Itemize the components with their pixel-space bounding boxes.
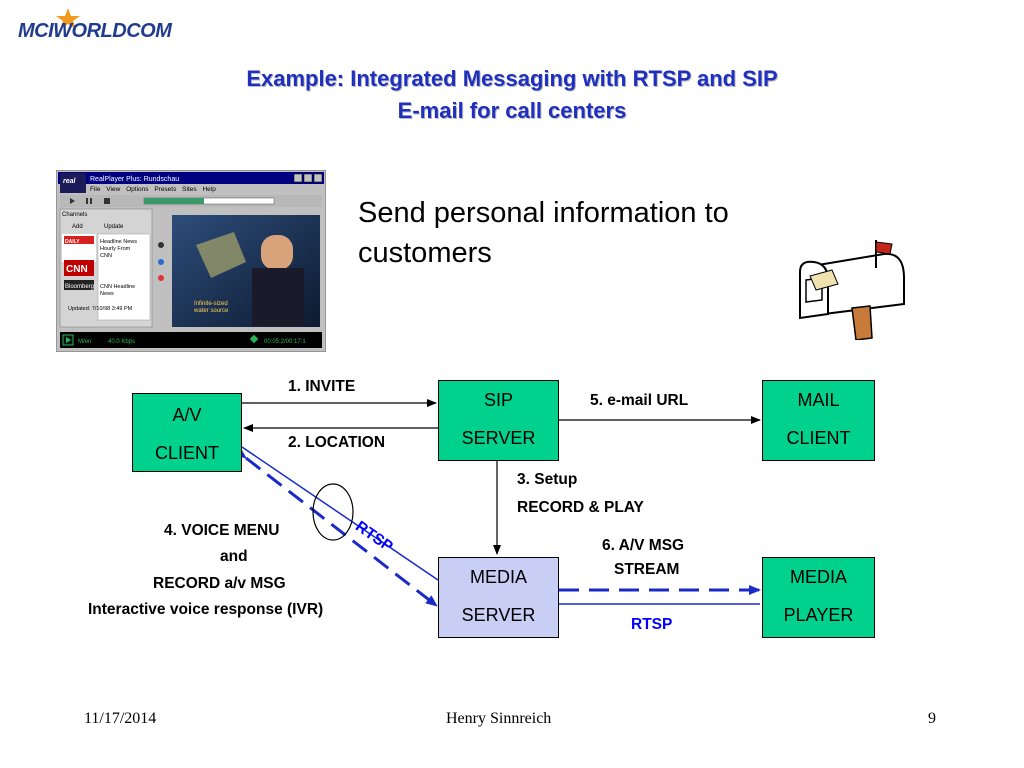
menu-options: Options xyxy=(126,186,149,193)
status-bitrate: 40.0 Kbps xyxy=(108,339,135,345)
menu-help: Help xyxy=(202,186,216,193)
label-setup: 3. Setup xyxy=(517,471,578,488)
add-button-label: Add xyxy=(72,224,83,230)
label-location: 2. LOCATION xyxy=(288,434,386,451)
status-left: M/en xyxy=(78,339,91,345)
av-media-dashed-line xyxy=(234,447,438,608)
realplayer-screenshot: real RealPlayer Plus: Rundschau File Vie… xyxy=(55,169,327,353)
label-record-av: RECORD a/v MSG xyxy=(153,575,286,592)
label-voice-and: and xyxy=(220,548,248,565)
media-player-line1: MEDIA xyxy=(789,567,847,587)
rtsp-ellipse xyxy=(312,483,354,541)
channels-header: Channels xyxy=(62,212,87,218)
update-button-label: Update xyxy=(104,224,124,230)
footer-author: Henry Sinnreich xyxy=(446,710,552,727)
svg-text:Bloomberg: Bloomberg xyxy=(65,284,94,290)
player-title: RealPlayer Plus: Rundschau xyxy=(90,176,179,183)
subtitle-text: Send personal information to customers xyxy=(358,197,729,269)
sip-server-box: SIP SERVER xyxy=(438,380,559,461)
footer-date: 11/17/2014 xyxy=(84,710,157,727)
menu-presets: Presets xyxy=(154,186,177,193)
media-player-line2: PLAYER xyxy=(783,605,854,625)
media-player-box: MEDIA PLAYER xyxy=(762,557,875,638)
menu-sites: Sites xyxy=(182,186,197,193)
svg-text:DAILY: DAILY xyxy=(65,239,80,245)
mailbox-icon xyxy=(792,238,908,341)
sip-server-line1: SIP xyxy=(483,390,513,410)
label-rtsp-bottom: RTSP xyxy=(631,616,673,633)
svg-text:File View Options: File View Options Presets Sites Help xyxy=(90,186,216,193)
menu-file: File xyxy=(90,186,101,193)
svg-text:CNN: CNN xyxy=(66,264,88,275)
svg-text:News: News xyxy=(100,291,114,297)
label-ivr: Interactive voice response (IVR) xyxy=(88,601,324,618)
mciworldcom-logo: MCIWORLDCOM xyxy=(18,8,208,44)
logo-star-icon xyxy=(56,8,80,29)
svg-text:water source: water source xyxy=(193,308,229,314)
logo-text: MCIWORLDCOM xyxy=(18,20,172,42)
mail-client-box: MAIL CLIENT xyxy=(762,380,875,461)
label-voice-menu: 4. VOICE MENU xyxy=(164,522,280,539)
label-email-url: 5. e-mail URL xyxy=(590,392,689,409)
av-client-line1: A/V xyxy=(172,405,202,425)
av-client-box: A/V CLIENT xyxy=(132,393,242,472)
svg-text:Infinite-sized: Infinite-sized xyxy=(194,301,228,307)
menu-view: View xyxy=(106,186,120,193)
status-time: 00:05:2/00:17:1 xyxy=(264,339,306,345)
av-client-line2: CLIENT xyxy=(154,443,219,463)
label-record-play: RECORD & PLAY xyxy=(517,499,644,516)
mail-client-line1: MAIL xyxy=(797,390,840,410)
slide-title-line2: E-mail for call centers xyxy=(397,98,627,123)
svg-text:CNN Headline: CNN Headline xyxy=(100,284,135,290)
footer-page-number: 9 xyxy=(928,710,936,727)
sip-server-line2: SERVER xyxy=(461,428,536,448)
label-av-msg: 6. A/V MSG xyxy=(602,537,685,554)
svg-text:CNN: CNN xyxy=(100,253,112,259)
media-server-line1: MEDIA xyxy=(469,567,527,587)
slide-title-line1: Example: Integrated Messaging with RTSP … xyxy=(246,66,778,91)
label-stream: STREAM xyxy=(614,561,680,578)
label-invite: 1. INVITE xyxy=(288,378,356,395)
media-server-box: MEDIA SERVER xyxy=(438,557,559,638)
svg-text:Headline News: Headline News xyxy=(100,239,137,245)
rtsp-control-line xyxy=(241,446,439,581)
svg-text:real: real xyxy=(63,178,77,185)
media-server-line2: SERVER xyxy=(461,605,536,625)
mail-client-line2: CLIENT xyxy=(786,428,851,448)
updated-text: Updated: 7/10/98 3:49 PM xyxy=(68,306,133,312)
svg-text:Hourly From: Hourly From xyxy=(100,246,131,252)
